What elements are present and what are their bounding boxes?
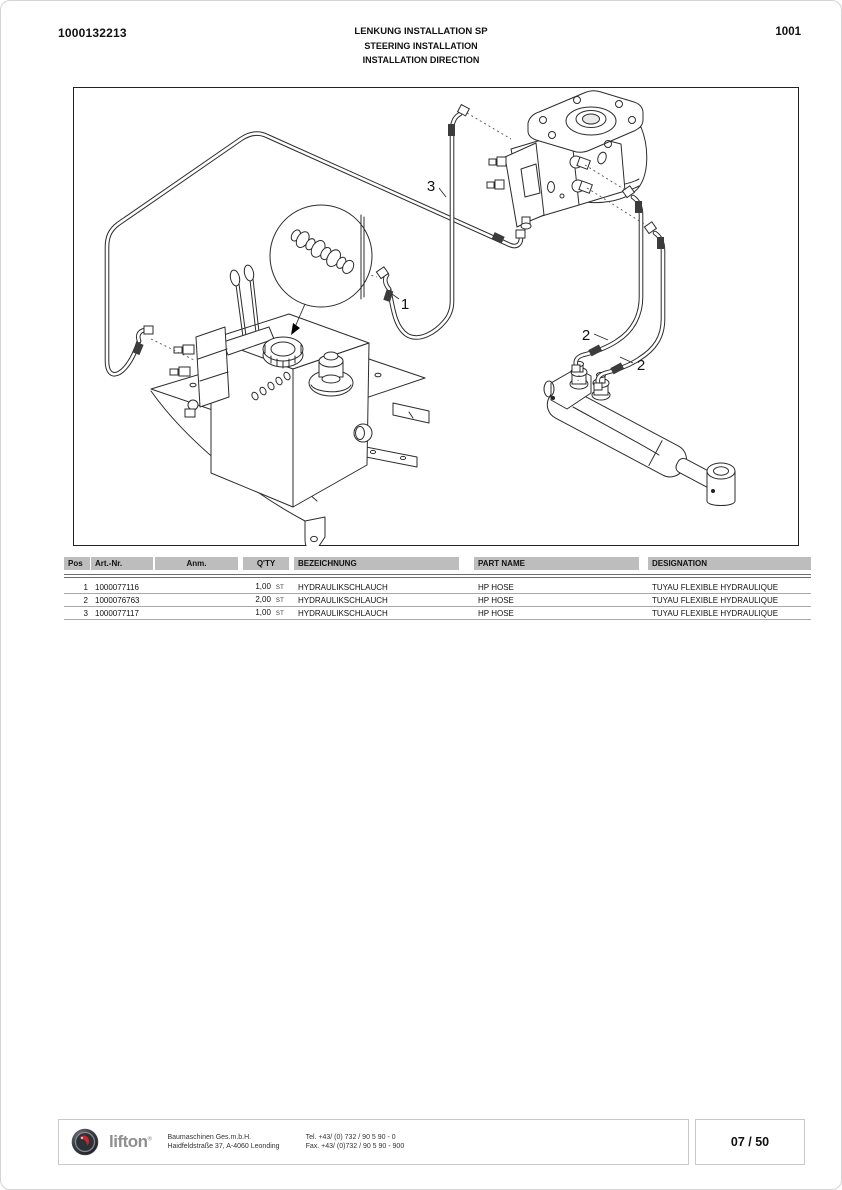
cell-pos: 2 <box>83 595 88 605</box>
col-header-partname: PART NAME <box>474 557 639 570</box>
title-line-3: INSTALLATION DIRECTION <box>362 55 480 65</box>
tank-side-plug <box>353 423 373 443</box>
header-divider <box>64 574 811 578</box>
cell-pos: 1 <box>83 582 88 592</box>
hose-3-label: 3 <box>427 178 435 195</box>
hose-2a <box>571 185 644 373</box>
hydraulic-tank <box>169 264 373 508</box>
company-address: Baumaschinen Ges.m.b.H. Haidfeldstraße 3… <box>167 1133 279 1151</box>
page-code: 1001 <box>775 26 801 38</box>
steering-unit <box>486 90 648 230</box>
cell-bezeichnung: HYDRAULIKSCHLAUCH <box>298 582 388 592</box>
cell-bezeichnung: HYDRAULIKSCHLAUCH <box>298 608 388 618</box>
col-header-bezeichnung: BEZEICHNUNG <box>294 557 459 570</box>
parts-table: Pos Art.-Nr. Anm. Q'TY BEZEICHNUNG PART … <box>64 557 811 620</box>
qty-value: 1,00 <box>255 607 271 617</box>
table-row: 1 1000077116 1,00 ST HYDRAULIKSCHLAUCH H… <box>64 581 811 594</box>
qty-unit: ST <box>275 597 284 604</box>
dotted-port-to-hose2a <box>584 164 628 192</box>
hose-2a-label: 2 <box>582 327 590 344</box>
col-header-qty: Q'TY <box>243 557 289 570</box>
dotted-hose1-to-unit <box>466 112 512 140</box>
cell-designation: TUYAU FLEXIBLE HYDRAULIQUE <box>652 595 779 605</box>
valve-block <box>169 326 230 418</box>
cell-partname: HP HOSE <box>478 595 514 605</box>
control-levers <box>222 264 275 356</box>
qty-unit: ST <box>275 584 284 591</box>
parts-table-header: Pos Art.-Nr. Anm. Q'TY BEZEICHNUNG PART … <box>64 557 811 570</box>
cell-artnr: 1000076763 <box>95 595 140 605</box>
callout-arrow <box>291 303 306 335</box>
cell-designation: TUYAU FLEXIBLE HYDRAULIQUE <box>652 582 779 592</box>
cell-artnr: 1000077117 <box>95 608 139 618</box>
col-header-pos: Pos <box>64 557 90 570</box>
page-title: LENKUNG INSTALLATION SP STEERING INSTALL… <box>1 25 841 67</box>
title-line-1: LENKUNG INSTALLATION SP <box>354 26 488 37</box>
cell-bezeichnung: HYDRAULIKSCHLAUCH <box>298 595 388 605</box>
qty-unit: ST <box>275 610 284 617</box>
item-labels: 3 1 2 2 <box>391 178 645 374</box>
brand-name: lifton® <box>109 1132 152 1151</box>
title-line-2: STEERING INSTALLATION <box>364 41 478 51</box>
doc-number: 1000132213 <box>58 26 127 40</box>
hose-1-label: 1 <box>401 296 409 313</box>
cell-qty: 1,00 ST <box>243 581 289 594</box>
brand-mark: ® <box>147 1136 152 1143</box>
footer-company-box: lifton® Baumaschinen Ges.m.b.H. Haidfeld… <box>58 1119 689 1165</box>
steering-cylinder <box>543 360 736 506</box>
qty-value: 2,00 <box>255 594 271 604</box>
hose-1 <box>375 103 470 340</box>
qty-value: 1,00 <box>255 581 271 591</box>
company-line-1: Baumaschinen Ges.m.b.H. <box>167 1134 252 1141</box>
cell-partname: HP HOSE <box>478 608 514 618</box>
filler-cap <box>262 336 304 369</box>
table-row: 2 1000076763 2,00 ST HYDRAULIKSCHLAUCH H… <box>64 594 811 607</box>
company-contact: Tel. +43/ (0) 732 / 90 5 90 - 0 Fax. +43… <box>306 1133 405 1151</box>
hose-2b-label: 2 <box>637 357 645 374</box>
table-row: 3 1000077117 1,00 ST HYDRAULIKSCHLAUCH H… <box>64 607 811 620</box>
cell-qty: 2,00 ST <box>243 594 289 607</box>
cell-partname: HP HOSE <box>478 582 514 592</box>
page-indicator: 07 / 50 <box>730 1135 770 1149</box>
cell-pos: 3 <box>83 608 88 618</box>
unit-right-ports <box>569 155 593 194</box>
breather-valve <box>308 351 354 397</box>
lifton-logo-icon <box>71 1128 99 1156</box>
hose-2b <box>593 221 666 391</box>
footer-page-box: 07 / 50 <box>695 1119 805 1165</box>
tel-line: Tel. +43/ (0) 732 / 90 5 90 - 0 <box>305 1134 396 1141</box>
cell-qty: 1,00 ST <box>243 607 289 620</box>
col-header-anm: Anm. <box>155 557 238 570</box>
steering-installation-diagram: 3 1 2 2 <box>73 87 799 552</box>
col-header-designation: DESIGNATION <box>648 557 811 570</box>
fax-line: Fax. +43/ (0)732 / 90 5 90 - 900 <box>305 1143 405 1150</box>
dotted-port-to-hose2b <box>586 187 650 228</box>
company-line-2: Haidfeldstraße 37, A-4060 Leonding <box>167 1143 280 1150</box>
col-header-artnr: Art.-Nr. <box>91 557 153 570</box>
cell-designation: TUYAU FLEXIBLE HYDRAULIQUE <box>652 608 779 618</box>
hose-3 <box>104 131 526 377</box>
detail-callout <box>269 204 373 335</box>
cell-artnr: 1000077116 <box>95 582 139 592</box>
